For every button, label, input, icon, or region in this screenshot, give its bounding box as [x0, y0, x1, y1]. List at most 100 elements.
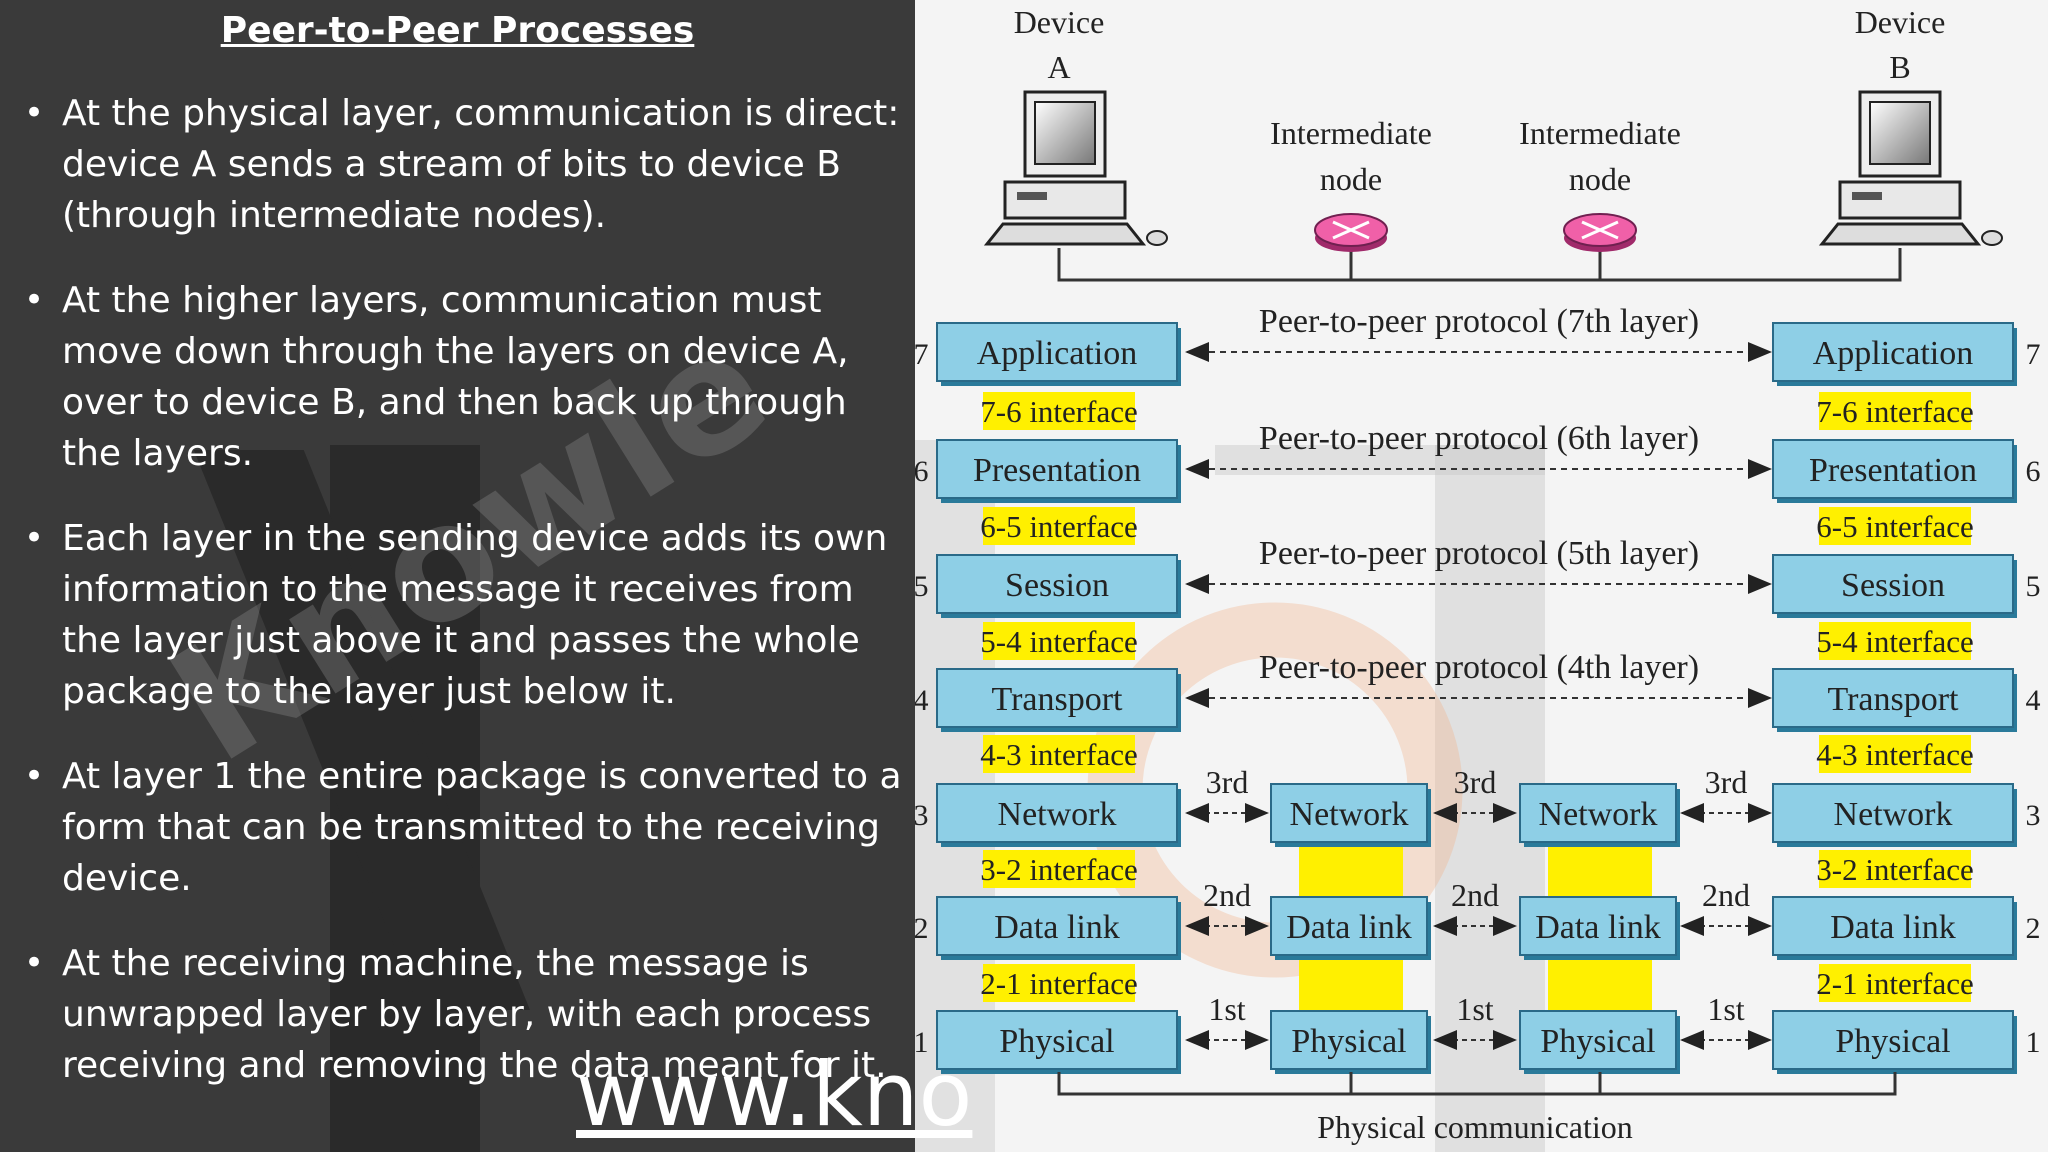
device-b-layer-name: Physical — [1835, 1023, 1950, 1060]
bullet-text: Each layer in the sending device adds it… — [62, 518, 888, 712]
protocol-label-6: Peer-to-peer protocol (6th layer) — [1259, 420, 1699, 457]
device-b-interface-box — [1819, 964, 1971, 1002]
device-b-interface-box — [1819, 622, 1971, 660]
device-a-layer-number: 6 — [915, 455, 929, 488]
device-b-layer-number: 5 — [2026, 570, 2041, 603]
device-a-interface-box — [983, 850, 1135, 888]
device-b-layer-name: Application — [1813, 335, 1974, 372]
device-b-interface-box — [1819, 735, 1971, 773]
text-panel: Knowle Peer-to-Peer Processes •At the ph… — [0, 0, 915, 1152]
device-a-interface-box — [983, 392, 1135, 430]
device-a-mouse — [1146, 230, 1168, 246]
device-a-layer-name: Application — [977, 335, 1138, 372]
device-b-interface-label: 5-4 interface — [1816, 624, 1973, 659]
protocol-label-4: Peer-to-peer protocol (4th layer) — [1259, 649, 1699, 686]
node-1-layer-name: Physical — [1291, 1023, 1406, 1060]
protocol-label-5: Peer-to-peer protocol (5th layer) — [1259, 535, 1699, 572]
node-2-layer-box — [1519, 783, 1677, 843]
node-2-layer-name: Physical — [1540, 1023, 1655, 1060]
device-b-layer-box — [1772, 322, 2014, 382]
device-a-layer-number: 1 — [915, 1026, 929, 1059]
device-b-screen — [1869, 101, 1931, 165]
bullet-dot: • — [24, 756, 45, 796]
device-a-layer-box — [936, 896, 1178, 956]
device-b-layer-box — [1772, 1010, 2014, 1070]
intermediate-node-2-label-line2: node — [1569, 161, 1631, 197]
computers-group — [983, 90, 2003, 246]
device-b-layer-box — [1772, 554, 2014, 614]
bullet-dot: • — [24, 280, 45, 320]
node-1-layer-box — [1270, 896, 1428, 956]
bullet-dot: • — [24, 93, 45, 133]
device-a-layer-box — [936, 554, 1178, 614]
bullet-list: • At the physical layer, communication is… — [16, 88, 906, 1125]
device-b-layer-box — [1772, 439, 2014, 499]
intermediate-node-1-label-line1: Intermediate — [1270, 115, 1432, 151]
device-a-layer-name: Data link — [994, 909, 1120, 946]
node-2-layer-name: Data link — [1535, 909, 1661, 946]
device-b-keyboard — [1818, 222, 1982, 246]
bottom-link-path — [1057, 1072, 1897, 1096]
node-2-layer-box — [1519, 1010, 1677, 1070]
device-a-layer-name: Presentation — [973, 452, 1141, 489]
node-1-layer-box — [1270, 1010, 1428, 1070]
intermediate-node-1-label-line2: node — [1320, 161, 1382, 197]
device-b-drive — [1852, 192, 1882, 200]
bullet-item: •At the higher layers, communication mus… — [16, 275, 906, 479]
slide-title: Peer-to-Peer Processes — [220, 10, 695, 51]
device-b-layer-box — [1772, 896, 2014, 956]
device-a-layer-number: 5 — [915, 570, 929, 603]
device-b-label-line2: B — [1889, 49, 1910, 85]
bullet-item: • At the receiving machine, the message i… — [16, 938, 906, 1091]
bullet-dot: • — [24, 518, 45, 558]
hop-label: 1st — [1707, 991, 1744, 1027]
device-a-layer-box — [936, 322, 1178, 382]
node-1-layer-name: Network — [1290, 796, 1409, 833]
device-b-interface-label: 3-2 interface — [1816, 852, 1973, 887]
device-a-layer-number: 3 — [915, 799, 929, 832]
device-b-layer-name: Data link — [1830, 909, 1956, 946]
device-a-layer-name: Session — [1005, 567, 1109, 604]
top-link-path — [1057, 248, 1902, 282]
device-a-interface-label: 2-1 interface — [980, 966, 1137, 1001]
device-a-layer-name: Physical — [999, 1023, 1114, 1060]
hop-label: 1st — [1208, 991, 1245, 1027]
hop-label: 2nd — [1203, 877, 1251, 913]
device-a-layer-box — [936, 439, 1178, 499]
device-a-layer-box — [936, 1010, 1178, 1070]
bullet-item: • Each layer in the sending device adds i… — [16, 513, 906, 717]
hop-label: 1st — [1456, 991, 1493, 1027]
device-a-layer-name: Network — [998, 796, 1117, 833]
device-a-layer-name: Transport — [992, 681, 1124, 718]
device-a-interface-box — [983, 735, 1135, 773]
bullet-text: At the receiving machine, the message is… — [62, 943, 887, 1086]
device-b-layer-name: Network — [1834, 796, 1953, 833]
device-b-layer-box — [1772, 668, 2014, 728]
hop-label: 3rd — [1206, 764, 1249, 800]
device-b-layer-number: 1 — [2026, 1026, 2041, 1059]
device-a-layer-box — [936, 668, 1178, 728]
bullet-text: At the physical layer, communication is … — [62, 93, 900, 236]
bullet-item: • At the physical layer, communication is… — [16, 88, 906, 241]
hop-label: 3rd — [1705, 764, 1748, 800]
device-b-layer-name: Presentation — [1809, 452, 1977, 489]
device-a-layer-number: 7 — [915, 338, 929, 371]
physical-communication-label: Physical communication — [1317, 1109, 1633, 1145]
hop-label: 2nd — [1702, 877, 1750, 913]
node-1-layer-name: Data link — [1286, 909, 1412, 946]
footer-url: www.kno — [576, 1043, 973, 1146]
router-1-cross — [1332, 220, 1370, 240]
protocol-label-7: Peer-to-peer protocol (7th layer) — [1259, 303, 1699, 340]
device-b-interface-label: 7-6 interface — [1816, 394, 1973, 429]
bullet-dot: • — [24, 943, 45, 983]
device-b-interface-box — [1819, 507, 1971, 545]
device-b-label-line1: Device — [1855, 4, 1946, 40]
device-b-layer-number: 6 — [2026, 455, 2041, 488]
node-2-layer-name: Network — [1539, 796, 1658, 833]
device-a-label-line2: A — [1047, 49, 1070, 85]
device-b-layer-name: Transport — [1828, 681, 1960, 718]
device-a-interface-label: 7-6 interface — [980, 394, 1137, 429]
device-a-keyboard — [983, 222, 1147, 246]
device-a-interface-box — [983, 507, 1135, 545]
